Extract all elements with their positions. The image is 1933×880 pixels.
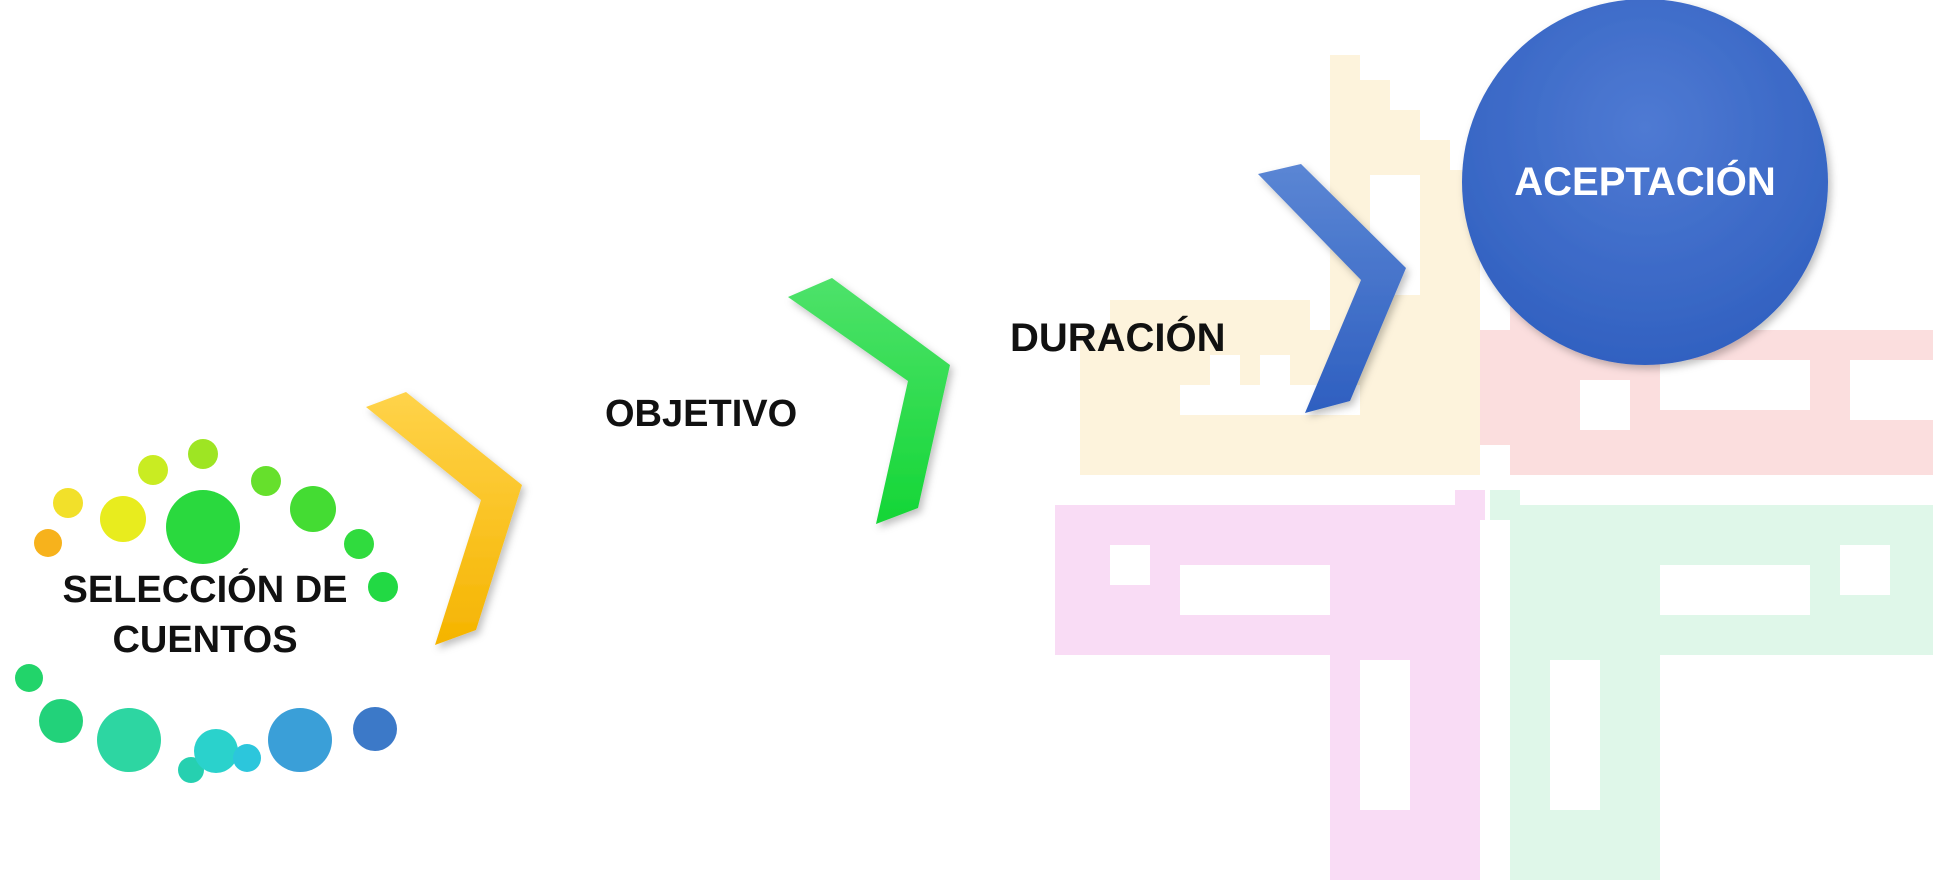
pattern-quadrant-green-white [1550, 545, 1890, 810]
dot [100, 496, 146, 542]
pattern-quadrant-pink-white [1110, 545, 1410, 810]
dot [290, 486, 336, 532]
dot [368, 572, 398, 602]
dot [353, 707, 397, 751]
dot [188, 439, 218, 469]
aceptacion-circle [1462, 0, 1828, 365]
dot [39, 699, 83, 743]
chevron-green-icon [788, 278, 950, 524]
dot [15, 664, 43, 692]
dot [344, 529, 374, 559]
dot [194, 729, 238, 773]
step-label-objetivo: OBJETIVO [605, 393, 798, 435]
dot [268, 708, 332, 772]
dot [178, 757, 204, 783]
dot [53, 488, 83, 518]
step-label-seleccion-line2: CUENTOS [112, 619, 298, 661]
dot [34, 529, 62, 557]
dot [251, 466, 281, 496]
step-label-seleccion-line1: SELECCIÓN DE [62, 569, 348, 611]
pattern-quadrant-red-white [1580, 360, 1933, 430]
dot-cluster [15, 439, 398, 783]
dot [233, 744, 261, 772]
dot [166, 490, 240, 564]
chevron-blue-icon [1258, 164, 1406, 413]
dot [97, 708, 161, 772]
step-label-aceptacion: ACEPTACIÓN [1514, 160, 1776, 204]
step-label-seleccion: SELECCIÓN DE CUENTOS [55, 565, 355, 665]
dot [138, 455, 168, 485]
step-label-duracion: DURACIÓN [1010, 316, 1226, 360]
chevron-yellow-icon [366, 392, 522, 645]
